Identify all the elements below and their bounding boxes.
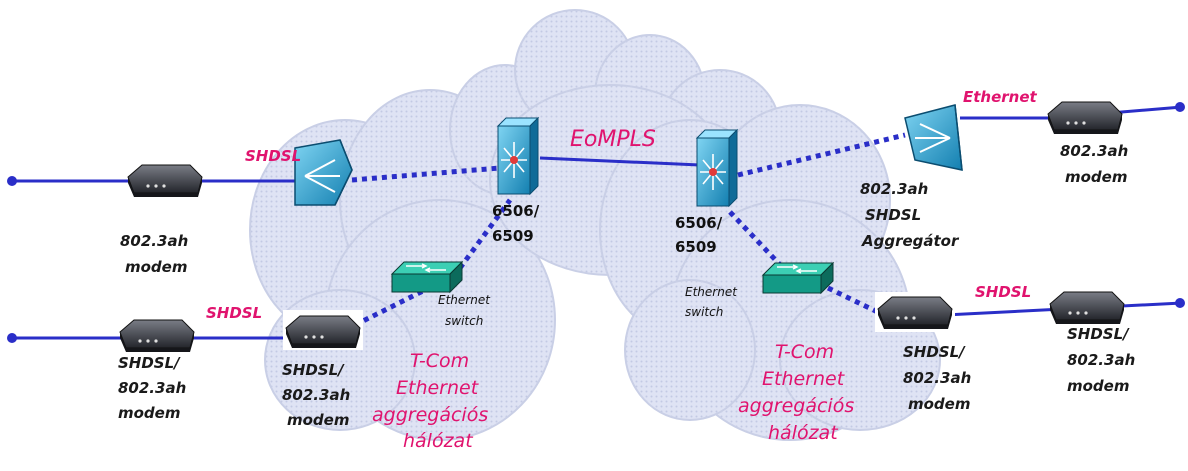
modem-label: SHDSL/ [903, 343, 966, 361]
ethernet-switch-label: Ethernet [685, 285, 738, 299]
modem-label: 802.3ah [1067, 351, 1135, 369]
link-endpoints [7, 102, 1185, 343]
ethernet-switch-icon [391, 261, 463, 293]
modem-label: modem [287, 411, 349, 429]
shdsl-label-top-left: SHDSL [245, 147, 301, 165]
ethernet-switch-label: switch [685, 305, 723, 319]
cloud-label: Ethernet [762, 368, 846, 390]
cloud-label: hálózat [403, 430, 474, 452]
cloud-label: T-Com [410, 350, 469, 372]
aggregator-label: Aggregátor [861, 232, 960, 250]
switch-label: 6506/ [492, 202, 540, 220]
modem-icon [283, 310, 363, 350]
cloud-label: aggregációs [372, 404, 488, 426]
modem-icon [1047, 101, 1123, 135]
ethernet-switch-label: switch [445, 314, 483, 328]
aggregator-label: 802.3ah [860, 180, 928, 198]
shdsl-label-right: SHDSL [975, 283, 1031, 301]
modem-label: 802.3ah [118, 379, 186, 397]
cloud-label: aggregációs [738, 395, 854, 417]
switch-label: 6509 [675, 238, 717, 256]
multilayer-switch-icon [696, 129, 738, 207]
shdsl-label-bottom-left: SHDSL [206, 304, 262, 322]
modem-label: SHDSL/ [118, 354, 181, 372]
switch-label: 6509 [492, 227, 534, 245]
modem-label: modem [908, 395, 970, 413]
modem-label: modem [118, 404, 180, 422]
aggregator-icon [904, 104, 963, 171]
modem-icon [1049, 291, 1125, 325]
ethernet-label-top-right: Ethernet [963, 88, 1038, 106]
cloud-label: T-Com [775, 341, 834, 363]
dotted-links [351, 132, 906, 328]
modem-label: 802.3ah [1060, 142, 1128, 160]
modem-label: SHDSL/ [282, 361, 345, 379]
ethernet-switch-icon [762, 262, 834, 294]
modem-label: 802.3ah [282, 386, 350, 404]
modem-icon [875, 292, 955, 332]
switch-label: 6506/ [675, 214, 723, 232]
eompls-label: EoMPLS [570, 127, 656, 152]
modem-label: 802.3ah [120, 232, 188, 250]
solid-links [12, 105, 1183, 340]
modem-label: modem [1065, 168, 1127, 186]
multilayer-switch-icon [497, 117, 539, 195]
modem-label: 802.3ah [903, 369, 971, 387]
modem-icon [127, 164, 203, 198]
modem-label: modem [125, 258, 187, 276]
modem-label: SHDSL/ [1067, 325, 1130, 343]
cloud-label: hálózat [768, 422, 839, 444]
cloud-label: Ethernet [396, 377, 480, 399]
modem-icon [119, 319, 195, 353]
ethernet-switch-label: Ethernet [438, 293, 491, 307]
modem-label: modem [1067, 377, 1129, 395]
aggregator-label: SHDSL [865, 206, 921, 224]
aggregator-icon [294, 139, 353, 206]
